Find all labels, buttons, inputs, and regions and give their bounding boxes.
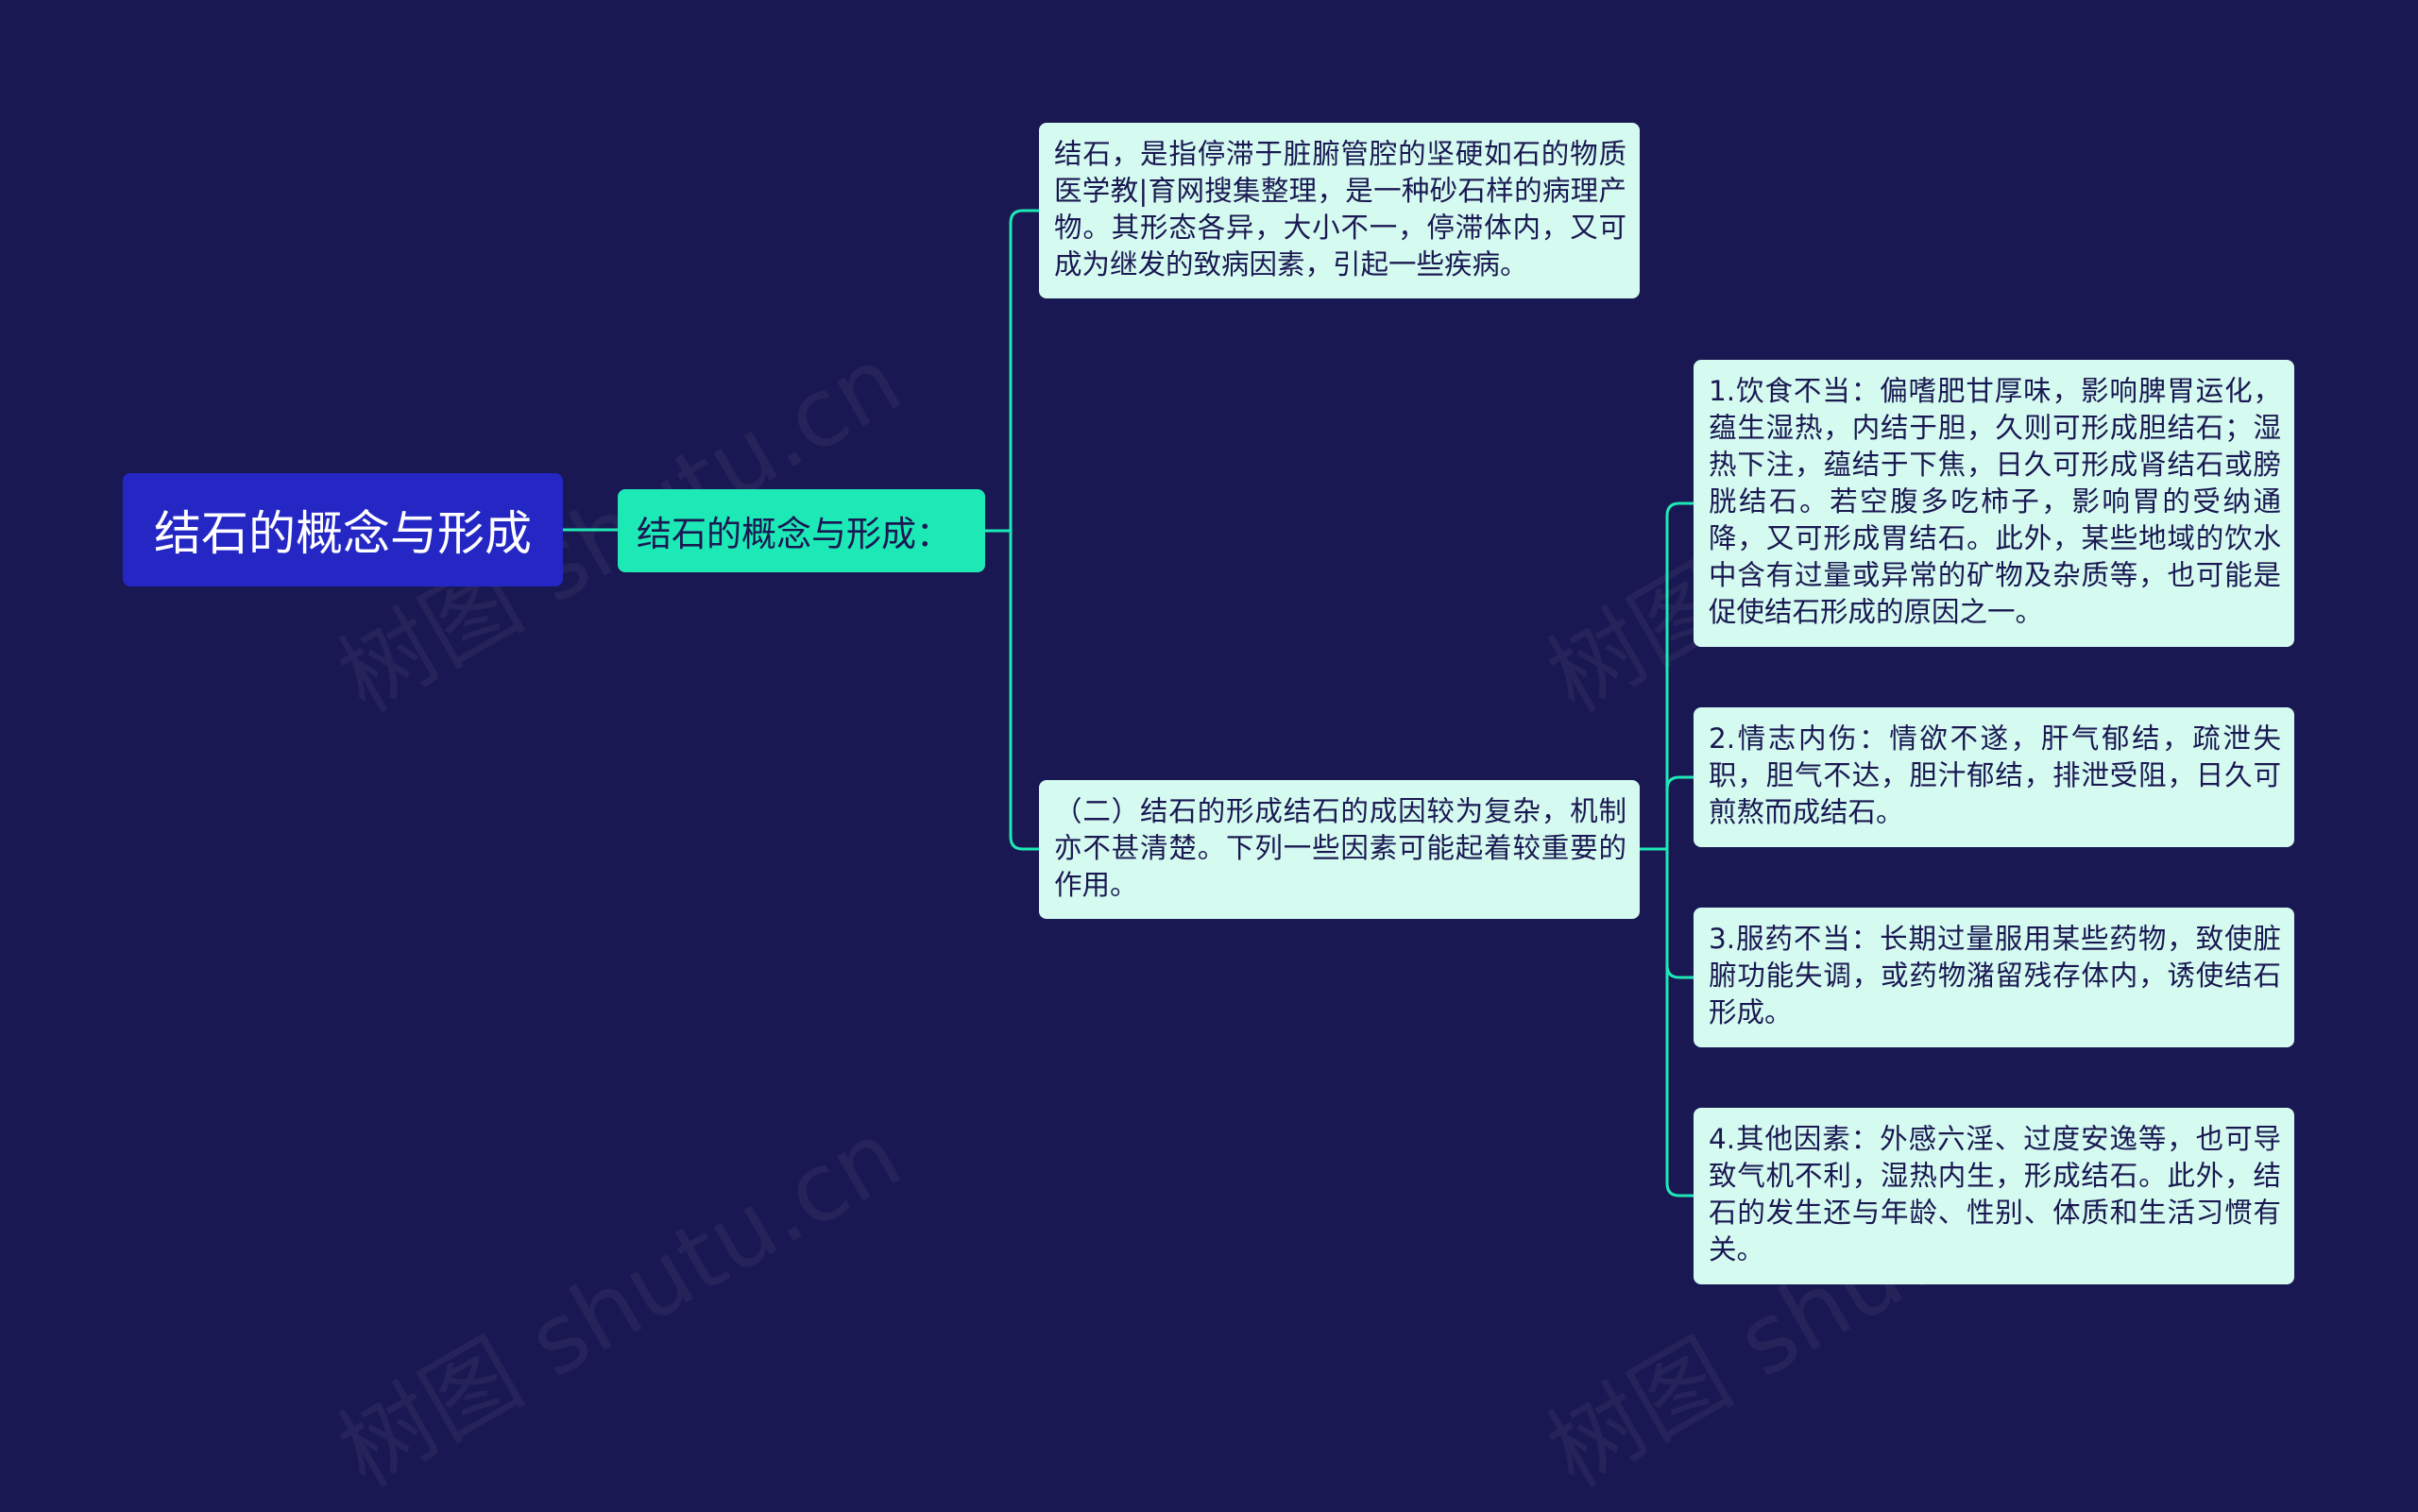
definition-text: 结石，是指停滞于脏腑管腔的坚硬如石的物质医学教|育网搜集整理，是一种砂石样的病理… xyxy=(1054,138,1626,280)
topic-node-label: 结石的概念与形成： xyxy=(637,514,951,554)
formation-text: （二）结石的形成结石的成因较为复杂，机制亦不甚清楚。下列一些因素可能起着较重要的… xyxy=(1054,795,1626,901)
connector-lines xyxy=(563,209,1694,1198)
factor-text: 3.服药不当：长期过量服用某些药物，致使脏腑功能失调，或药物潴留残存体内，诱使结… xyxy=(1709,923,2281,1028)
factor-text: 4.其他因素：外感六淫、过度安逸等，也可导致气机不利，湿热内生，形成结石。此外，… xyxy=(1709,1123,2281,1266)
connector-formation-factor2 xyxy=(1665,775,1694,849)
root-node[interactable]: 结石的概念与形成 xyxy=(123,473,563,586)
factor-node-diet[interactable]: 1.饮食不当：偏嗜肥甘厚味，影响脾胃运化，蕴生湿热，内结于胆，久则可形成胆结石；… xyxy=(1694,360,2294,647)
factor-text: 1.饮食不当：偏嗜肥甘厚味，影响脾胃运化，蕴生湿热，内结于胆，久则可形成胆结石；… xyxy=(1709,375,2281,628)
connector-formation-factor4 xyxy=(1665,849,1694,1198)
connector-trunk-formation xyxy=(1009,531,1039,851)
topic-node[interactable]: 结石的概念与形成： xyxy=(618,489,985,572)
factor-node-medication[interactable]: 3.服药不当：长期过量服用某些药物，致使脏腑功能失调，或药物潴留残存体内，诱使结… xyxy=(1694,908,2294,1047)
connector-formation-factor3 xyxy=(1665,849,1694,979)
connector-formation-factor1 xyxy=(1665,501,1694,849)
definition-node[interactable]: 结石，是指停滞于脏腑管腔的坚硬如石的物质医学教|育网搜集整理，是一种砂石样的病理… xyxy=(1039,123,1640,298)
connector-trunk-definition xyxy=(1009,209,1039,531)
formation-node[interactable]: （二）结石的形成结石的成因较为复杂，机制亦不甚清楚。下列一些因素可能起着较重要的… xyxy=(1039,780,1640,919)
factor-node-emotion[interactable]: 2.情志内伤：情欲不遂，肝气郁结，疏泄失职，胆气不达，胆汁郁结，排泄受阻，日久可… xyxy=(1694,707,2294,847)
factor-node-other[interactable]: 4.其他因素：外感六淫、过度安逸等，也可导致气机不利，湿热内生，形成结石。此外，… xyxy=(1694,1108,2294,1284)
root-node-label: 结石的概念与形成 xyxy=(154,506,532,561)
factor-text: 2.情志内伤：情欲不遂，肝气郁结，疏泄失职，胆气不达，胆汁郁结，排泄受阻，日久可… xyxy=(1709,722,2281,828)
